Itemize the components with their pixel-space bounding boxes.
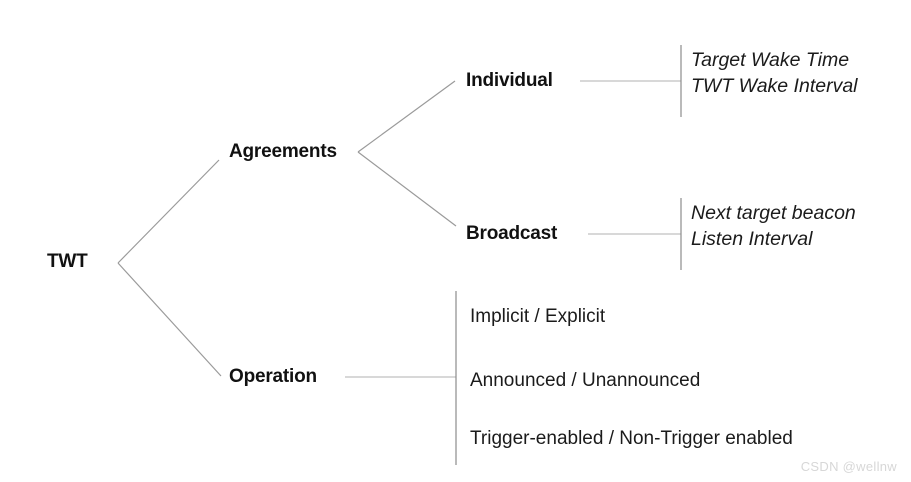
node-individual[interactable]: Individual	[466, 71, 553, 90]
node-twt-label: TWT	[47, 251, 88, 272]
leaf-item: Next target beacon	[691, 202, 856, 224]
node-agreements-label: Agreements	[229, 141, 337, 162]
node-broadcast[interactable]: Broadcast	[466, 224, 557, 243]
edge-twt-to-agreements	[117, 159, 220, 264]
node-operation-label: Operation	[229, 366, 317, 387]
edge-agreements-to-individual	[357, 80, 456, 153]
leaf-item: Announced / Unannounced	[470, 370, 701, 391]
node-individual-label: Individual	[466, 70, 553, 91]
leaf-item: Listen Interval	[691, 228, 813, 250]
node-operation[interactable]: Operation	[229, 367, 317, 386]
node-twt[interactable]: TWT	[47, 252, 88, 271]
edge-agreements-to-broadcast	[357, 151, 457, 227]
leaf-group-broadcast: Next target beacon Listen Interval	[691, 200, 856, 252]
edge-twt-to-operation	[117, 262, 222, 377]
watermark: CSDN @wellnw	[800, 459, 897, 474]
leaf-group-individual: Target Wake Time TWT Wake Interval	[691, 47, 858, 99]
leaf-item: Trigger-enabled / Non-Trigger enabled	[470, 428, 793, 449]
leaf-item: Implicit / Explicit	[470, 306, 606, 327]
leaf-item: Target Wake Time	[691, 49, 850, 71]
node-broadcast-label: Broadcast	[466, 223, 558, 244]
node-agreements[interactable]: Agreements	[229, 142, 337, 161]
leaf-item: TWT Wake Interval	[691, 75, 858, 97]
